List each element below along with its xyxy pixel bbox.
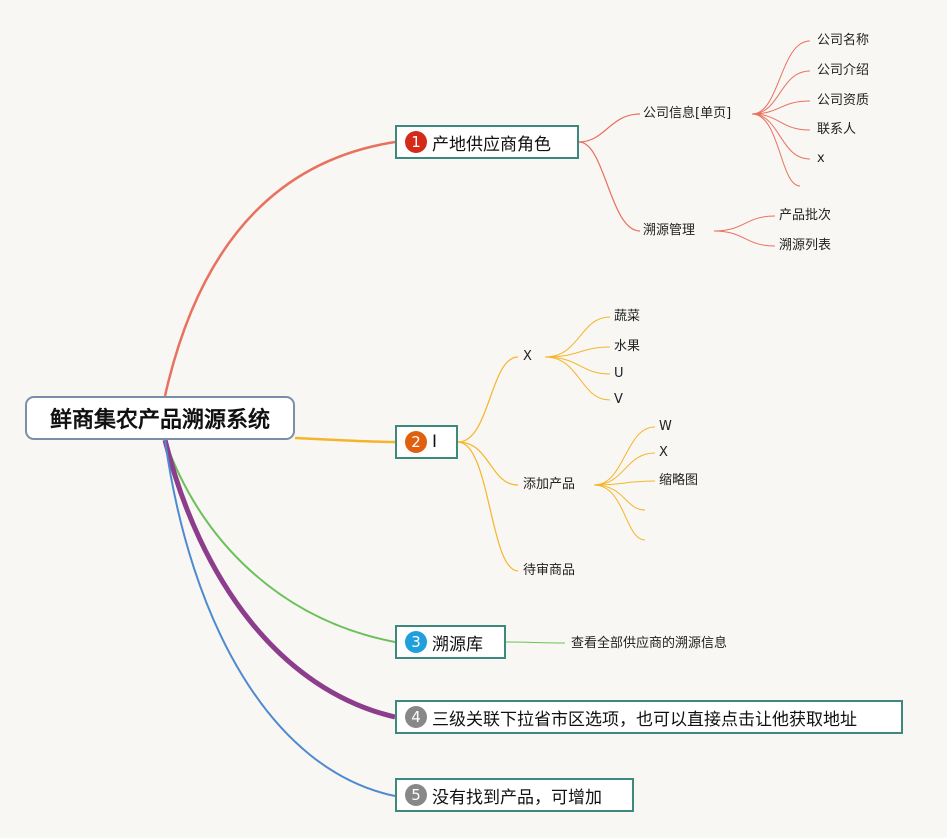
node-company-info[interactable]: 公司信息[单页] (643, 106, 732, 121)
link-b2-c1-l3 (544, 356, 611, 375)
link-b2-c1-l2 (544, 346, 611, 358)
link-b1-c1-l5 (751, 113, 811, 160)
branch-region-select[interactable]: 4 三级关联下拉省市区选项，也可以直接点击让他获取地址 (395, 700, 903, 734)
link-b1-c2 (578, 141, 641, 232)
link-b1-c1-l4 (751, 113, 811, 131)
leaf-thumbnail[interactable]: 缩略图 (659, 473, 699, 488)
link-root-b3 (164, 439, 396, 643)
leaf-fruit[interactable]: 水果 (614, 339, 641, 354)
link-b1-c1-l2 (751, 70, 811, 115)
link-b2-c1-l4 (544, 356, 611, 401)
leaf-w[interactable]: W (659, 419, 672, 434)
branch-i[interactable]: 2 I (395, 425, 458, 459)
link-b1-c1-l1 (751, 40, 811, 115)
leaf-view-all-trace[interactable]: 查看全部供应商的溯源信息 (571, 636, 728, 651)
link-b2-c2-l4 (593, 484, 646, 511)
branch-supplier-role[interactable]: 1 产地供应商角色 (395, 125, 579, 159)
link-b1-c1-l3 (751, 100, 811, 115)
link-root-b5 (164, 439, 396, 797)
leaf-u[interactable]: U (614, 366, 624, 381)
badge-4: 4 (405, 706, 427, 728)
node-x[interactable]: X (523, 349, 532, 364)
leaf-company-qualification[interactable]: 公司资质 (817, 93, 870, 108)
badge-2: 2 (405, 431, 427, 453)
link-b2-c1 (457, 356, 519, 443)
branch-label: 产地供应商角色 (432, 134, 551, 155)
badge-5: 5 (405, 784, 427, 806)
link-b1-c2-l1 (713, 215, 776, 232)
branch-trace-library[interactable]: 3 溯源库 (395, 625, 506, 659)
leaf-trace-list[interactable]: 溯源列表 (779, 238, 832, 253)
link-b2-c2-l3 (593, 480, 656, 486)
node-trace-management[interactable]: 溯源管理 (643, 223, 696, 238)
link-root-b2 (294, 436, 396, 444)
branch-label: I (432, 432, 438, 452)
leaf-product-batch[interactable]: 产品批次 (779, 208, 832, 223)
link-b2-c2-l2 (593, 452, 656, 486)
leaf-company-name[interactable]: 公司名称 (817, 33, 870, 48)
leaf-x[interactable]: x (817, 151, 825, 166)
leaf-v[interactable]: V (614, 392, 623, 407)
badge-1: 1 (405, 131, 427, 153)
leaf-company-intro[interactable]: 公司介绍 (817, 63, 870, 78)
root-topic[interactable]: 鲜商集农产品溯源系统 (25, 396, 295, 440)
badge-3: 3 (405, 631, 427, 653)
link-b1-c2-l2 (713, 230, 776, 247)
leaf-contact[interactable]: 联系人 (817, 122, 857, 137)
link-b1-c1-l6 (751, 113, 801, 187)
leaf-vegetables[interactable]: 蔬菜 (614, 309, 641, 324)
link-b2-c3 (457, 441, 519, 572)
link-b2-c2-l5 (593, 484, 646, 541)
link-root-b1 (163, 140, 396, 397)
branch-product-not-found[interactable]: 5 没有找到产品，可增加 (395, 778, 634, 812)
link-b3-c1 (505, 641, 566, 644)
branch-label: 三级关联下拉省市区选项，也可以直接点击让他获取地址 (432, 709, 857, 730)
link-b2-c2 (457, 441, 519, 486)
node-pending-products[interactable]: 待审商品 (523, 563, 576, 578)
link-root-b4 (162, 439, 396, 720)
link-b2-c2-l1 (593, 426, 656, 486)
branch-label: 溯源库 (432, 634, 483, 655)
node-add-product[interactable]: 添加产品 (523, 477, 576, 492)
link-b1-c1 (578, 113, 641, 143)
branch-label: 没有找到产品，可增加 (432, 787, 602, 808)
link-b2-c1-l1 (544, 316, 611, 358)
leaf-x2[interactable]: X (659, 445, 668, 460)
